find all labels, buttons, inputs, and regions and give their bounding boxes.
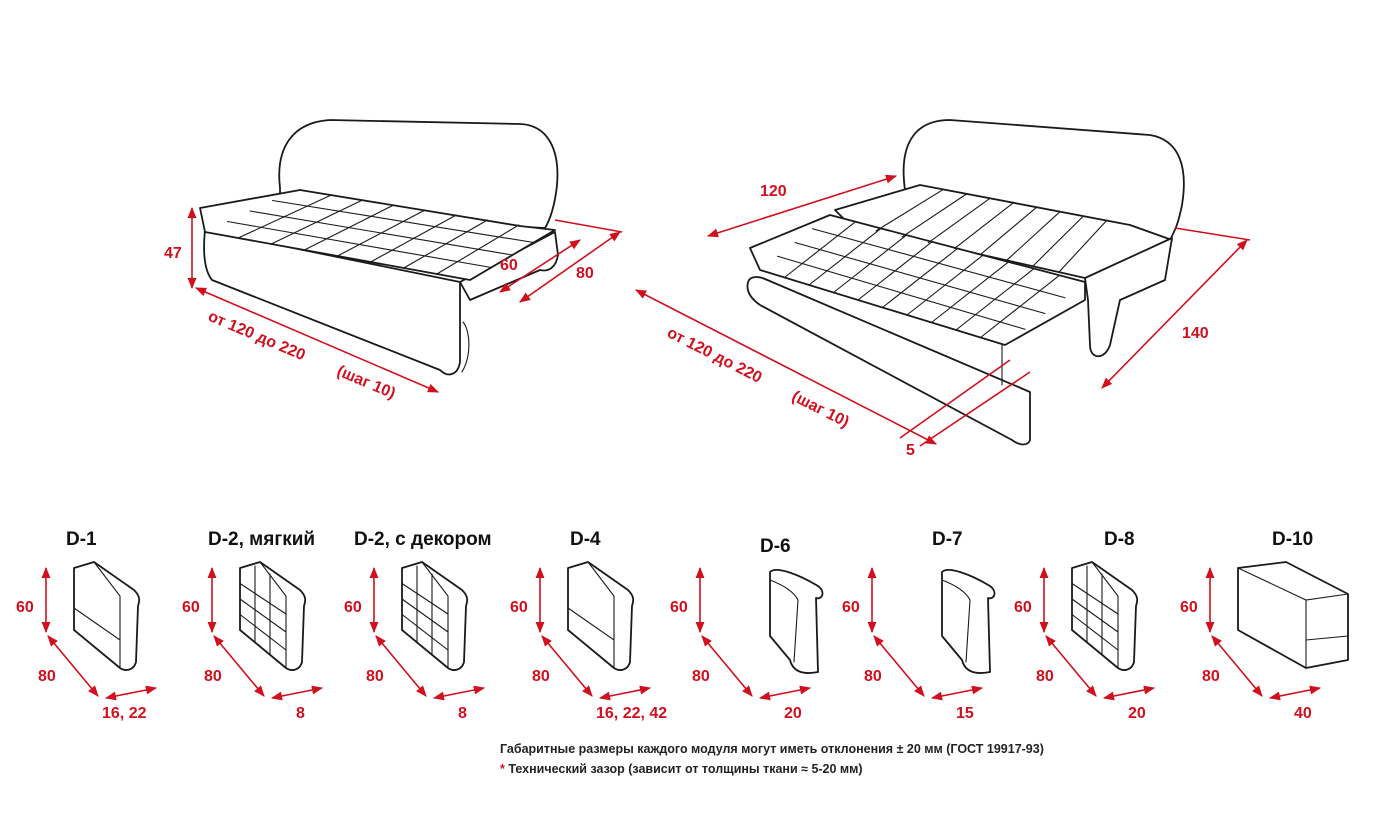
depth-dimension-line: [1045, 635, 1097, 697]
width-dimension-line: [1268, 685, 1322, 701]
module-height-label: 60: [510, 599, 528, 616]
module-height-label: 60: [344, 599, 362, 616]
closed-depth-label: 80: [576, 265, 594, 282]
module-height-label: 60: [16, 599, 34, 616]
quilted-rounded-armrest-icon: [1071, 561, 1139, 671]
module-d-7: D-7 60 80 15: [842, 529, 996, 722]
module-depth-label: 80: [692, 668, 710, 685]
module-depth-label: 80: [204, 668, 222, 685]
module-width-label: 16, 22: [102, 705, 147, 722]
module-title: D-1: [66, 529, 97, 550]
module-height-label: 60: [182, 599, 200, 616]
curved-slim-armrest-icon: [941, 569, 996, 674]
module-width-label: 15: [956, 705, 974, 722]
module-depth-label: 80: [38, 668, 56, 685]
width-dimension-line: [598, 685, 652, 701]
depth-dimension-line: [873, 635, 925, 697]
module-title: D-2, с декором: [354, 529, 492, 550]
quilted-decor-armrest-icon: [401, 561, 469, 671]
closed-seat-depth-label: 60: [500, 257, 518, 274]
gap-note-star: *: [500, 762, 505, 776]
module-d-6: D-6 60 80 20: [670, 536, 824, 722]
closed-length-label: от 120 до 220: [205, 308, 307, 364]
depth-dimension-line: [375, 635, 427, 697]
open-step-label: (шаг 10): [789, 388, 852, 431]
module-title: D-8: [1104, 529, 1135, 550]
width-dimension-line: [104, 685, 158, 701]
module-depth-label: 80: [532, 668, 550, 685]
module-width-label: 20: [784, 705, 802, 722]
module-d-8: D-8 60 80 20: [1014, 529, 1156, 722]
module-height-label: 60: [842, 599, 860, 616]
module-width-label: 16, 22, 42: [596, 705, 667, 722]
quilted-soft-armrest-icon: [239, 561, 307, 671]
module-height-label: 60: [1180, 599, 1198, 616]
module-width-label: 40: [1294, 705, 1312, 722]
module-title: D-10: [1272, 529, 1313, 550]
open-length-label: от 120 до 220: [664, 324, 764, 386]
depth-dimension-line: [47, 635, 99, 697]
open-total-depth-label: 140: [1182, 325, 1209, 342]
module-depth-label: 80: [1036, 668, 1054, 685]
module-title: D-7: [932, 529, 963, 550]
module-depth-label: 80: [1202, 668, 1220, 685]
module-title: D-4: [570, 529, 601, 550]
width-dimension-line: [270, 685, 324, 701]
gap-note-text: Технический зазор (зависит от толщины тк…: [508, 762, 863, 776]
depth-dimension-line: [541, 635, 593, 697]
module-d-4: D-4 60 80 16, 22, 42: [510, 529, 667, 722]
width-dimension-line: [758, 685, 812, 701]
module-width-label: 20: [1128, 705, 1146, 722]
gap-note: * Технический зазор (зависит от толщины …: [500, 762, 863, 776]
tolerance-note: Габаритные размеры каждого модуля могут …: [500, 742, 1044, 756]
module-d-2-мягкий: D-2, мягкий 60 80 8: [182, 529, 324, 722]
module-height-label: 60: [1014, 599, 1032, 616]
width-dimension-line: [1102, 685, 1156, 701]
curved-armrest-icon: [769, 569, 824, 674]
module-depth-label: 80: [864, 668, 882, 685]
depth-dimension-line: [213, 635, 265, 697]
module-title: D-2, мягкий: [208, 529, 315, 550]
width-dimension-line: [930, 685, 984, 701]
module-d-10: D-10 60 80 40: [1180, 529, 1349, 722]
open-bed-depth-label: 120: [760, 183, 787, 200]
module-d-2-с-декором: D-2, с декором 60 80 8: [344, 529, 492, 722]
module-d-1: D-1 60 80 16, 22: [16, 529, 158, 722]
width-dimension-line: [432, 685, 486, 701]
closed-step-label: (шаг 10): [334, 363, 398, 403]
open-gap-label: 5: [906, 442, 915, 459]
box-armrest-icon: [1237, 561, 1349, 669]
module-width-label: 8: [458, 705, 467, 722]
depth-dimension-line: [701, 635, 753, 697]
plain-narrow-armrest-icon: [73, 561, 141, 671]
module-depth-label: 80: [366, 668, 384, 685]
depth-dimension-line: [1211, 635, 1263, 697]
module-height-label: 60: [670, 599, 688, 616]
plain-block-armrest-icon: [567, 561, 635, 671]
closed-height-label: 47: [164, 245, 182, 262]
module-title: D-6: [760, 536, 791, 557]
module-width-label: 8: [296, 705, 305, 722]
